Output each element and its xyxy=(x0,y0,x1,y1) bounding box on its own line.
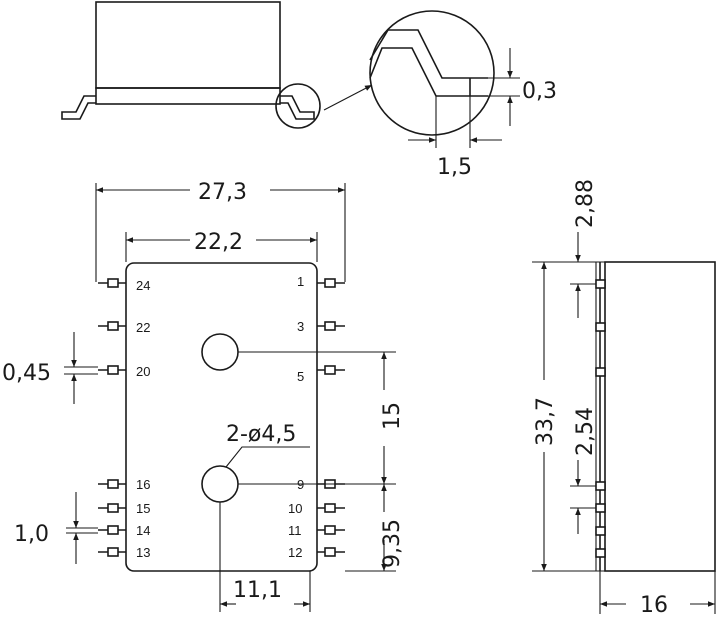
dim-overall-width: 27,3 xyxy=(198,180,247,205)
right-lead xyxy=(280,95,315,120)
detail-circle-large xyxy=(369,10,495,136)
dim-holes: 2-ø4,5 xyxy=(226,422,296,447)
dim-pitch-1-0: 1,0 xyxy=(14,522,49,547)
pin-label-14: 14 xyxy=(136,523,150,538)
pin-label-12: 12 xyxy=(288,545,302,560)
dim-lead-foot: 1,5 xyxy=(437,155,472,180)
mounting-hole-upper xyxy=(201,333,239,371)
lead-detail-view: 0,3 1,5 xyxy=(369,10,557,180)
detail-lead-outer xyxy=(369,29,488,79)
dim-hole-offset-x: 11,1 xyxy=(233,578,282,603)
pin-label-5: 5 xyxy=(297,369,304,384)
dim-top-offset: 2,88 xyxy=(573,179,598,228)
dim-hole-spacing: 15 xyxy=(380,402,405,430)
pin-label-3: 3 xyxy=(297,319,304,334)
top-view: 27,3 22,2 xyxy=(2,180,405,612)
dim-pitch-2-54: 2,54 xyxy=(573,407,598,456)
dim-lead-thickness: 0,3 xyxy=(522,79,557,104)
pin-label-1: 1 xyxy=(297,274,304,289)
dim-height: 16 xyxy=(640,593,668,618)
side-view-right: 33,7 2,88 2,54 16 xyxy=(532,179,716,618)
side-view-body xyxy=(95,1,281,89)
dim-body-width: 22,2 xyxy=(194,230,243,255)
pin-label-10: 10 xyxy=(288,501,302,516)
pin-label-24: 24 xyxy=(136,278,150,293)
side-leads xyxy=(595,279,606,558)
mounting-hole-lower xyxy=(201,465,239,503)
pin-label-20: 20 xyxy=(136,364,150,379)
pin-label-15: 15 xyxy=(136,501,150,516)
detail-lead-inner xyxy=(369,47,488,97)
pin-label-11: 11 xyxy=(288,523,302,538)
side-view-base xyxy=(95,87,281,105)
pin-label-16: 16 xyxy=(136,477,150,492)
detail-circle-small xyxy=(275,83,321,129)
left-pins xyxy=(98,278,126,557)
relay-body-side xyxy=(604,261,716,572)
left-lead xyxy=(61,95,96,120)
relay-body-top xyxy=(125,262,318,572)
side-view-top xyxy=(61,1,373,129)
pin-label-22: 22 xyxy=(136,320,150,335)
dim-hole-offset-y: 9,35 xyxy=(380,519,405,568)
dim-body-length: 33,7 xyxy=(533,397,558,446)
pin-label-13: 13 xyxy=(136,545,150,560)
right-pins xyxy=(317,278,345,557)
dim-lead-width: 0,45 xyxy=(2,361,51,386)
